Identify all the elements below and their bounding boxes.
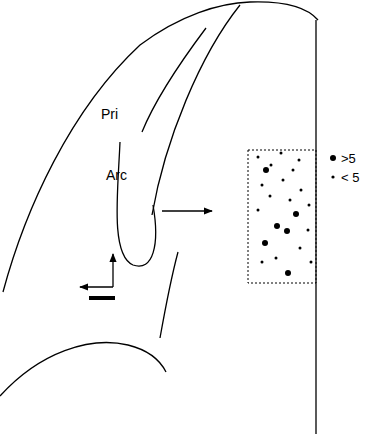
recording-region — [248, 150, 316, 283]
scale-bar — [89, 296, 115, 300]
orientation-arrow — [80, 286, 113, 287]
arcuate-sulcus — [117, 142, 156, 266]
legend-dot — [330, 155, 336, 161]
legend-dot — [331, 175, 334, 178]
region-label: Pri — [101, 107, 118, 121]
brain-outline — [3, 2, 318, 292]
principal-sulcus — [142, 28, 206, 132]
site-dots — [257, 152, 313, 277]
legend-text: < 5 — [341, 171, 359, 184]
pointer-arrow — [162, 210, 212, 211]
orientation-arrow — [112, 254, 113, 287]
sulcus — [160, 252, 178, 338]
legend-text: >5 — [341, 152, 356, 165]
region-label: Arc — [106, 168, 127, 182]
sulcus — [0, 343, 166, 396]
principal-sulcus — [152, 5, 240, 215]
